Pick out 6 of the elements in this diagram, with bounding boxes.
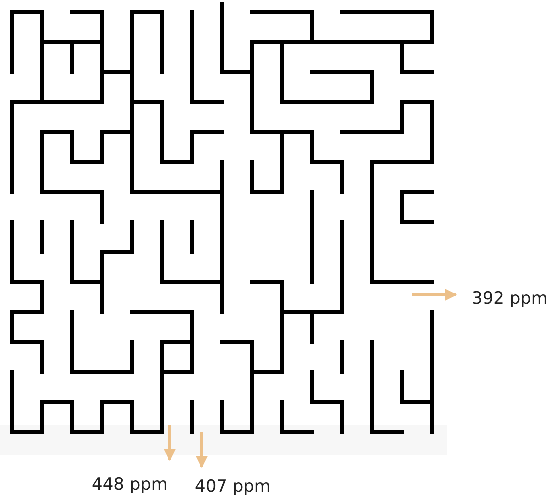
value-label: 407 ppm (195, 477, 271, 497)
value-label: 448 ppm (92, 475, 168, 495)
arrow (412, 289, 458, 301)
arrow (196, 432, 208, 468)
arrow (164, 425, 176, 462)
value-label: 392 ppm (472, 289, 548, 309)
